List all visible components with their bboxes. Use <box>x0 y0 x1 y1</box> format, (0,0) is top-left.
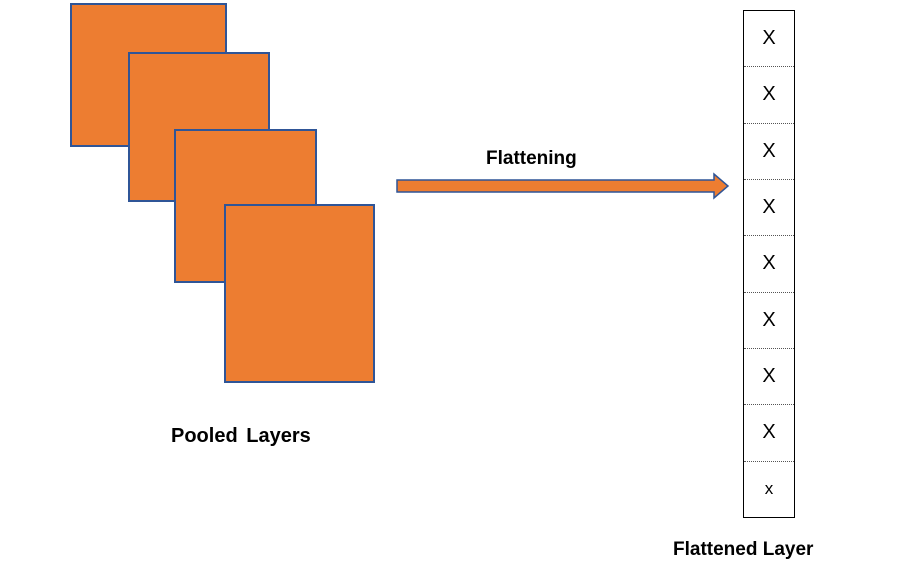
flattening-label: Flattening <box>486 148 577 169</box>
flattening-arrow-shape <box>396 172 730 200</box>
flattened-cell: X <box>744 180 794 237</box>
flattened-cell: X <box>744 124 794 180</box>
flattened-cell: X <box>744 349 794 406</box>
pooled-layer <box>224 204 375 383</box>
flattened-layer-label: Flattened Layer <box>673 539 814 560</box>
flattened-cell: X <box>744 293 794 349</box>
flattened-cell: X <box>744 236 794 293</box>
pooled-layers-label: Pooled Layers <box>171 425 311 447</box>
flattened-cell: X <box>744 405 794 462</box>
flattened-cell: X <box>744 67 794 124</box>
flattened-cell: x <box>764 479 774 499</box>
flattened-cell: X <box>744 11 794 68</box>
flattening-arrow <box>396 172 730 200</box>
